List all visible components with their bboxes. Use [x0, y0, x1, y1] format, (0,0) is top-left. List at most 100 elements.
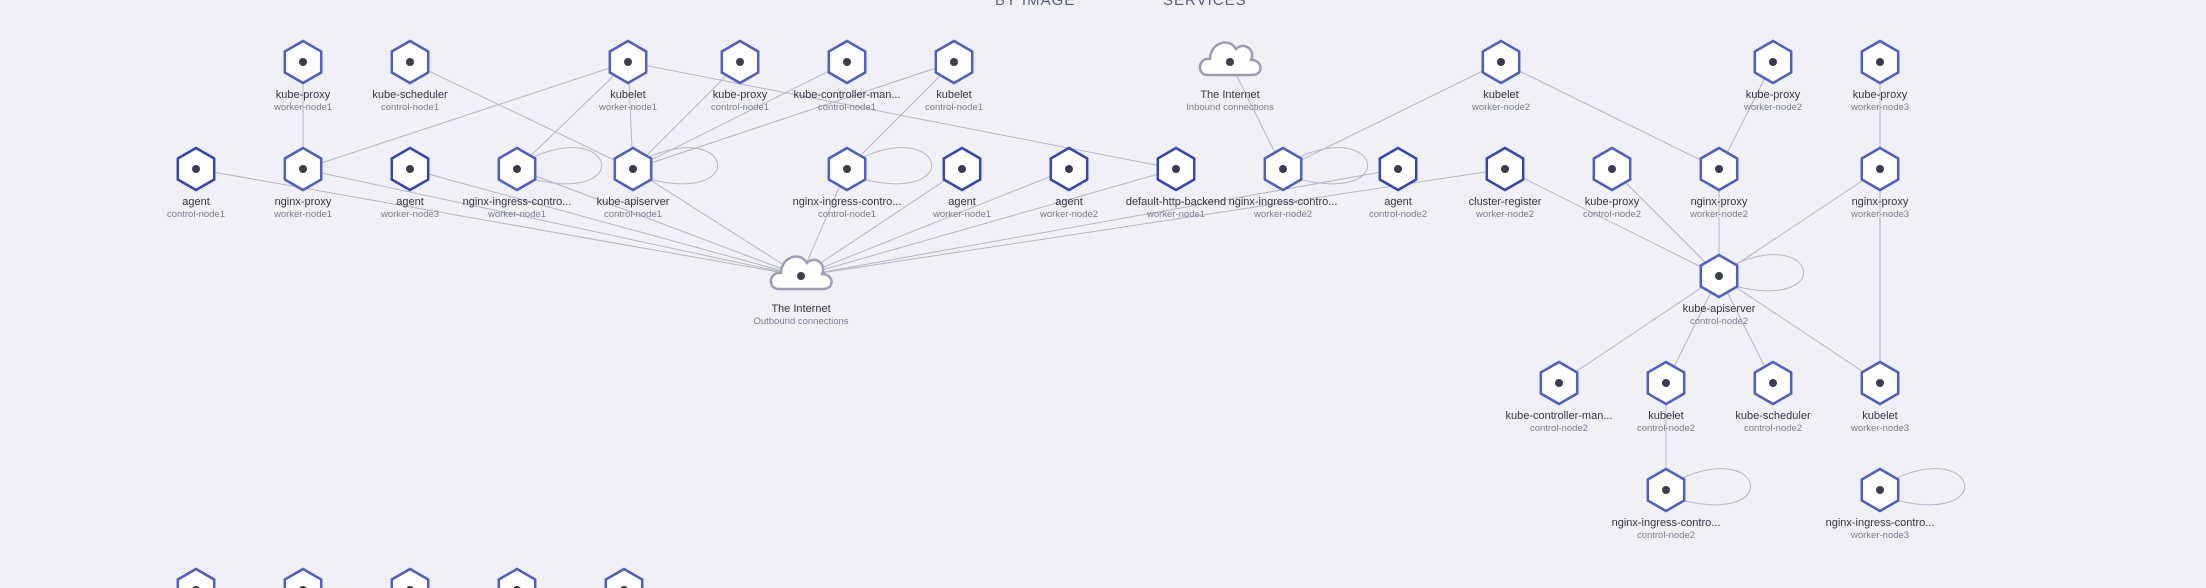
edge-kcm1-kas_c1 [632, 61, 848, 170]
node-label: kube-scheduler [372, 89, 448, 101]
edge-kas_c2-ks2 [1718, 275, 1774, 384]
node-center-dot [950, 58, 958, 66]
node-label: nginx-proxy [1852, 196, 1909, 208]
service-node-kcm2[interactable]: kube-controller-man...control-node2 [1506, 360, 1613, 434]
hexagon-icon [283, 567, 323, 588]
edge-cr_w2-inet_out [800, 168, 1506, 277]
node-center-dot [1555, 379, 1563, 387]
hexagon-icon [390, 567, 430, 588]
node-host: worker-node3 [1850, 209, 1909, 220]
service-node-nic_c2[interactable]: nginx-ingress-contro...control-node2 [1612, 467, 1721, 541]
service-node-kcm1[interactable]: kube-controller-man...control-node1 [794, 39, 901, 113]
node-label: nginx-ingress-contro... [1612, 517, 1721, 529]
node-label: nginx-proxy [275, 196, 332, 208]
node-label: nginx-ingress-contro... [463, 196, 572, 208]
service-node-b3[interactable] [390, 567, 430, 588]
node-host: control-node2 [1530, 423, 1588, 434]
node-label: kube-controller-man... [1506, 410, 1613, 422]
edge-ag_w1-inet_out [800, 168, 963, 277]
self-loop-kas_c1 [640, 147, 718, 185]
node-center-dot [192, 165, 200, 173]
service-node-b4[interactable] [497, 567, 537, 588]
node-center-dot [1226, 58, 1234, 66]
node-host: control-node1 [604, 209, 662, 220]
node-center-dot [513, 165, 521, 173]
node-host: worker-node2 [1475, 209, 1534, 220]
node-label: kube-proxy [713, 89, 768, 101]
service-node-nic_c1[interactable]: nginx-ingress-contro...control-node1 [793, 146, 902, 220]
hexagon-icon [604, 567, 644, 588]
service-node-b1[interactable] [176, 567, 216, 588]
node-center-dot [1876, 486, 1884, 494]
node-host: worker-node2 [1471, 102, 1530, 113]
node-center-dot [1497, 58, 1505, 66]
self-loop-nic_w3 [1887, 468, 1965, 506]
edge-kp_w2-np_w2 [1718, 61, 1774, 170]
node-label: nginx-ingress-contro... [1229, 196, 1338, 208]
node-label: kube-proxy [1585, 196, 1640, 208]
node-label: kube-controller-man... [794, 89, 901, 101]
node-center-dot [843, 58, 851, 66]
service-node-nic_w2[interactable]: nginx-ingress-contro...worker-node2 [1229, 146, 1338, 220]
edge-kp_c1-kas_c1 [632, 61, 741, 170]
node-center-dot [1769, 379, 1777, 387]
service-node-b2[interactable] [283, 567, 323, 588]
edge-kl_w1-dhb_w1 [627, 61, 1177, 170]
node-label: agent [182, 196, 210, 208]
node-host: Outbound connections [753, 316, 848, 327]
edge-np_w1-inet_out [302, 168, 802, 277]
self-loop-nic_w1 [524, 147, 602, 185]
node-center-dot [1394, 165, 1402, 173]
edge-np_w3-kas_c2 [1718, 168, 1881, 277]
service-node-nic_w3[interactable]: nginx-ingress-contro...worker-node3 [1826, 467, 1935, 541]
node-label: agent [1384, 196, 1412, 208]
service-node-nic_w1[interactable]: nginx-ingress-contro...worker-node1 [463, 146, 572, 220]
node-label: kube-proxy [1746, 89, 1801, 101]
service-node-b5[interactable] [604, 567, 644, 588]
node-center-dot [1876, 165, 1884, 173]
node-label: nginx-ingress-contro... [1826, 517, 1935, 529]
self-loop-nic_c2 [1673, 468, 1751, 506]
node-center-dot [797, 272, 805, 280]
edge-inet_in-nic_w2 [1229, 61, 1284, 170]
tab-by-image[interactable]: BY IMAGE [995, 0, 1075, 9]
tab-services[interactable]: SERVICES [1163, 0, 1247, 9]
node-label: kube-apiserver [1683, 303, 1756, 315]
node-center-dot [1065, 165, 1073, 173]
edge-kl_w1-np_w1 [302, 61, 629, 170]
node-host: worker-node1 [1146, 209, 1205, 220]
node-center-dot [406, 58, 414, 66]
node-center-dot [1876, 379, 1884, 387]
edge-kas_c2-kl_c2 [1665, 275, 1720, 384]
node-center-dot [1876, 58, 1884, 66]
node-host: worker-node2 [1689, 209, 1748, 220]
edge-ks1-kas_c1 [409, 61, 634, 170]
node-center-dot [958, 165, 966, 173]
